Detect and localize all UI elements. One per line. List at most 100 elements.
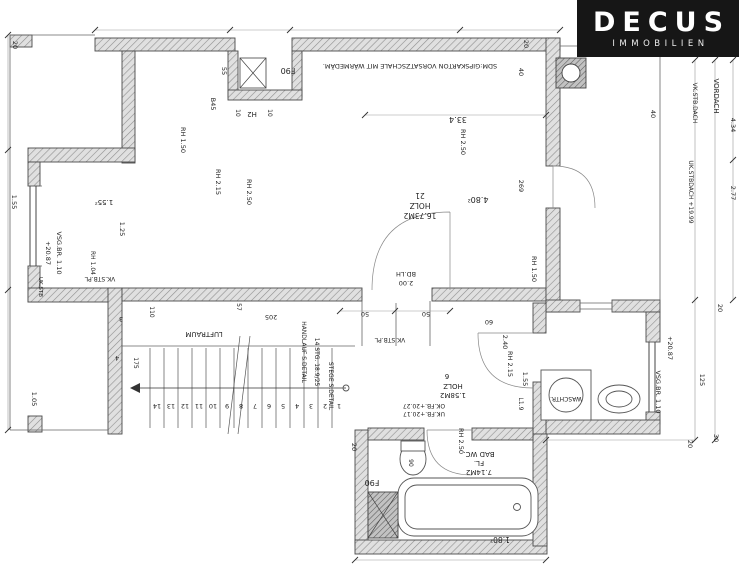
plan-label: 30 [712,434,720,442]
plan-label: 10 [209,402,217,410]
plan-label: VK.STB.PL [84,275,115,282]
plan-label: 8 [239,402,243,410]
plan-label: BD.LH [396,270,416,278]
plan-label: 11 [195,402,203,410]
walls-layer [9,34,661,555]
plan-label: HOLZ [410,201,431,210]
plan-label: 3 [119,315,123,323]
plan-label: RH 2.15 [506,351,514,377]
bathtub-drain [513,503,521,511]
plan-label: 20 [11,41,19,49]
plan-label: RH 2.50 [457,428,465,454]
plan-label: RH 1.04 [89,251,96,275]
washing-machine-drum [548,377,584,413]
plan-label: 90 [407,459,414,467]
column-circle [561,63,581,83]
plan-label: F90 [365,478,380,487]
stair-arrow-head [130,383,140,393]
plan-label: RH 2.50 [459,129,467,155]
toilet-cistern [400,440,426,452]
fixtures-layer [239,57,641,539]
plan-label: 2.40 [501,335,509,349]
plan-label: 1.55 [10,195,18,209]
plan-label: VORDACH [712,78,720,113]
plan-label: 4.80² [467,195,488,204]
plan-label: SDM:GIPSKARTON VORSATZSCHALE MIT WÄRMEDÄ… [323,62,497,71]
plan-label: 13 [167,402,175,410]
labels-layer: SDM:GIPSKARTON VORSATZSCHALE MIT WÄRMEDÄ… [10,40,737,544]
plan-label: 40 [517,68,525,76]
plan-label: 269 [517,180,525,192]
vent-shaft-cross [239,57,267,89]
plan-label: HOLZ [443,382,463,390]
plan-label: 12 [181,402,189,410]
plan-label: UK.FB.+20.17 [403,410,445,417]
plan-label: +20.87 [666,336,674,360]
plan-label: 20 [716,304,724,312]
plan-label: 6 [444,372,449,380]
plan-label: 205 [265,313,277,321]
plan-label: H2 [247,110,257,118]
plan-label: 2.77 [729,186,737,200]
plan-label: 14 STG. 18.9/25 [313,338,320,387]
plan-label: 40 [649,110,657,118]
decus-logo: DECUS IMMOBILIEN [577,0,739,57]
plan-label: OK.FB.+20.27 [403,402,445,409]
plan-label: +20.87 [44,241,52,265]
plan-label: VSG.BR. 1.10 [654,370,662,413]
plan-label: 1.80² [490,535,510,544]
plan-label: UK.STBDACH +19.99 [687,160,694,223]
plan-label: 33.4 [449,115,467,124]
plan-label: 7.14M2 [466,468,492,476]
plan-label: 2 [323,402,327,410]
plan-label: 7 [253,402,257,410]
plan-label: 125 [698,374,706,386]
plan-label: 4 [295,402,299,410]
plan-label: 16.73M2 [403,211,436,220]
plan-label: RH 2.50 [245,179,253,205]
door-arcs [371,165,596,476]
plan-label: 55 [220,67,228,75]
plan-label: 21 [415,191,425,200]
dimension-ticks [4,26,737,564]
plan-label: 4 [115,354,119,362]
plan-label: 110 [148,306,155,318]
plan-label: 1 [337,402,341,410]
washbasin [597,384,641,414]
plan-label: LUFTRAUM [185,330,222,338]
plan-label: VSG.BR. 1.10 [55,231,63,274]
plan-label: 175 [132,357,139,369]
duct-shaft-cross [367,491,399,539]
plan-label: UK.STB [37,277,43,297]
plan-label: VK.STB.DACH [691,83,698,124]
plan-label: 50 [422,310,430,318]
plan-label: 20 [350,443,358,451]
stair-start-marker [342,384,350,392]
plan-label: 57 [235,303,242,311]
plan-label: STEGE S.DETAIL [327,362,334,411]
plan-label: 10 [234,109,241,117]
plan-label: 60 [485,318,493,326]
plan-label: 6 [267,402,271,410]
plan-label: HANDLAUF S.DETAIL [300,321,307,383]
plan-label: RH 1.50 [530,256,538,282]
plan-label: 5 [281,402,285,410]
plan-label: 3 [309,402,313,410]
plan-label: 20 [686,440,694,448]
plan-label: 1.25 [118,222,126,236]
plan-label: L1.9 [517,398,524,411]
plan-label: BAD WC. [463,450,494,458]
washing-machine [540,369,592,421]
plan-label: 14 [153,402,161,410]
plan-label: 4.34 [729,118,737,132]
plan-label: 1.55² [95,198,114,206]
plan-label: 2.00 [399,279,413,287]
window-lines [29,186,656,412]
plan-label: B45 [209,98,217,111]
logo-subtitle: IMMOBILIEN [612,38,709,49]
plan-label: 9 [225,402,229,410]
plan-label: RH 2.15 [214,169,222,195]
column [555,57,587,89]
